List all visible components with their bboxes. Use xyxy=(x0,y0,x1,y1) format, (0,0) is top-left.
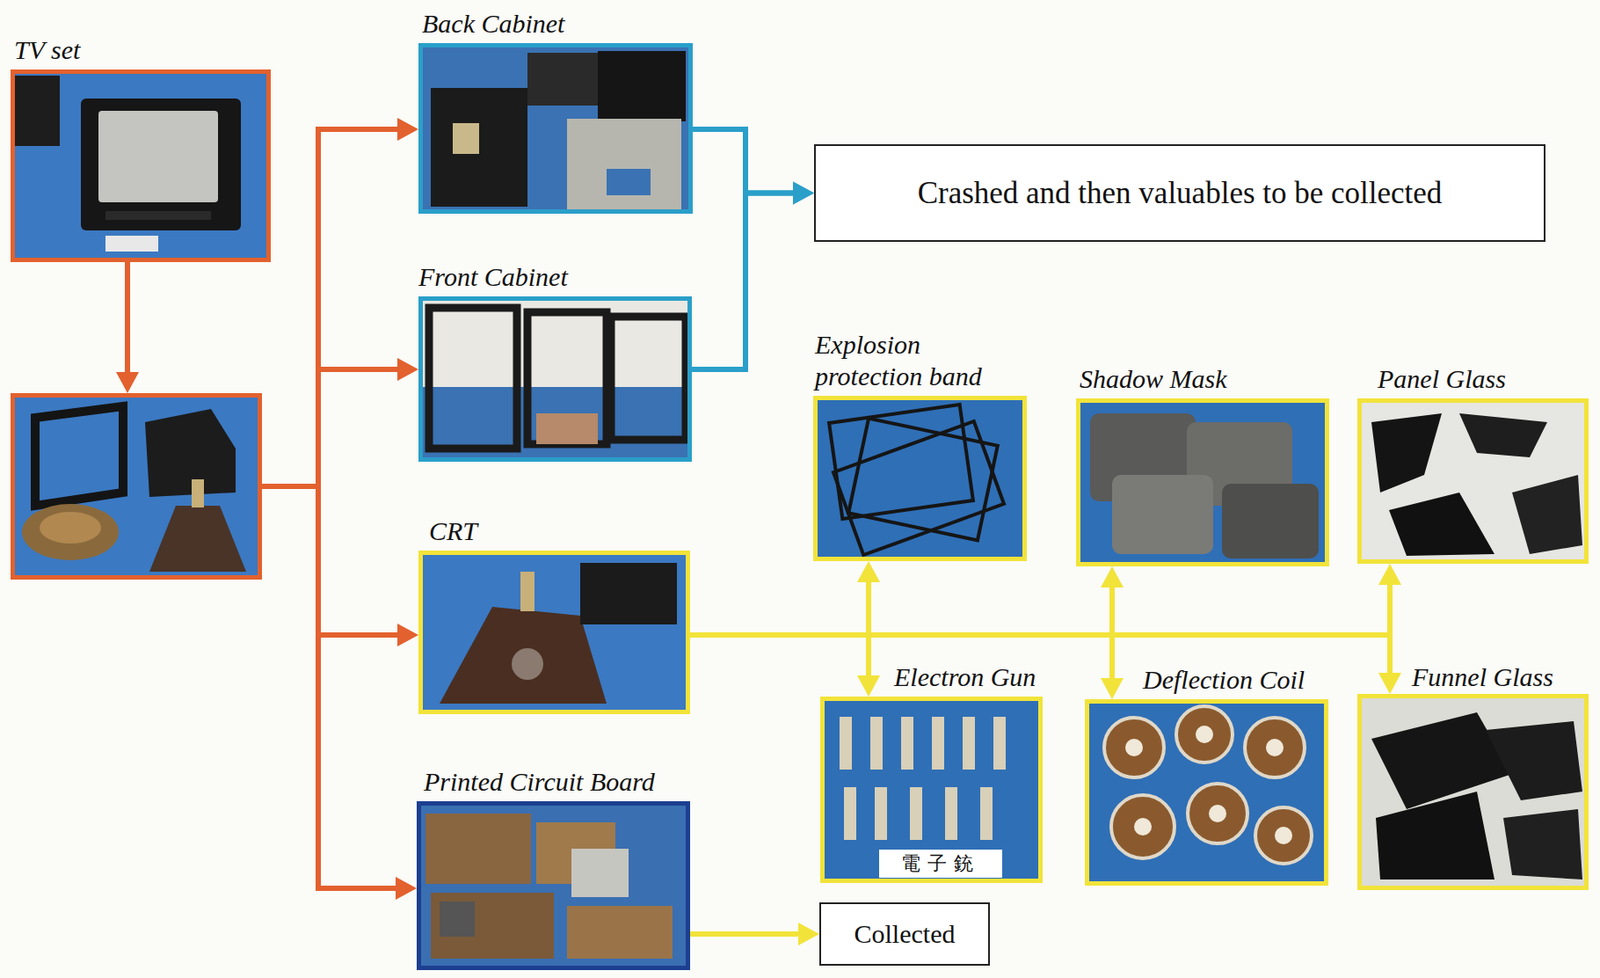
connector-line xyxy=(690,930,800,937)
photo-node: TV set xyxy=(10,34,271,262)
connector-line xyxy=(690,634,869,677)
photo-frame xyxy=(10,69,271,262)
arrow-head xyxy=(116,371,139,393)
photo-frame xyxy=(1357,398,1589,564)
connector-line xyxy=(692,129,795,194)
connector-arrow xyxy=(261,486,417,900)
part-label: Back Cabinet xyxy=(421,7,565,40)
photo-frame xyxy=(10,392,262,580)
arrow-head xyxy=(1100,677,1124,699)
connector-arrow xyxy=(691,181,815,371)
connector-arrow xyxy=(261,117,419,487)
box-text: Collected xyxy=(854,917,956,950)
arrow-head xyxy=(1100,566,1124,588)
arrow-head xyxy=(857,675,880,697)
arrow-head xyxy=(397,623,419,647)
photo-frame xyxy=(418,296,692,462)
photo-node: Panel Glass xyxy=(1357,363,1589,564)
connector-line xyxy=(690,580,869,635)
connector-line xyxy=(691,193,795,371)
part-label: Funnel Glass xyxy=(1411,661,1554,693)
arrow-head xyxy=(1378,563,1402,585)
part-label: Deflection Coil xyxy=(1142,663,1305,696)
connector-arrow xyxy=(690,922,820,946)
part-label: Panel Glass xyxy=(1377,363,1506,395)
connector-line xyxy=(690,582,1390,635)
photo-frame xyxy=(813,395,1027,561)
connector-line xyxy=(261,369,400,487)
connector-arrow xyxy=(690,634,1124,699)
connector-arrow xyxy=(690,560,880,635)
connector-line xyxy=(690,585,1113,635)
photo-frame xyxy=(416,800,691,970)
photo-node: Printed Circuit Board xyxy=(416,765,691,970)
arrow-head xyxy=(857,560,880,582)
photo-node: Back Cabinet xyxy=(418,7,693,214)
box-text: Crashed and then valuables to be collect… xyxy=(917,174,1443,212)
connector-line xyxy=(261,129,400,487)
photo-node: CRT xyxy=(418,515,691,714)
photo-node: Explosion protection band xyxy=(813,328,1027,561)
arrow-head xyxy=(792,181,815,205)
connector-arrow xyxy=(261,486,419,647)
photo-frame xyxy=(1084,698,1329,886)
part-label: CRT xyxy=(429,515,478,547)
process-box: Collected xyxy=(819,901,990,966)
connector-arrow xyxy=(690,566,1124,635)
photo-caption: 電子銃 xyxy=(901,850,981,876)
process-box: Crashed and then valuables to be collect… xyxy=(814,144,1546,242)
photo-frame xyxy=(418,43,693,214)
photo-frame xyxy=(1357,693,1589,890)
connector-arrow xyxy=(116,261,139,393)
arrow-head xyxy=(1378,672,1402,694)
part-label: TV set xyxy=(14,34,80,66)
photo-node: Funnel Glass xyxy=(1357,661,1589,890)
arrow-head xyxy=(798,922,820,946)
connector-arrow xyxy=(261,357,419,487)
photo-node: Deflection Coil xyxy=(1084,663,1329,886)
connector-line xyxy=(124,261,131,374)
part-label: Shadow Mask xyxy=(1079,363,1228,395)
arrow-head xyxy=(792,181,815,205)
connector-arrow xyxy=(690,634,880,697)
part-label: Explosion protection band xyxy=(814,328,1022,393)
arrow-head xyxy=(395,876,417,900)
photo-node xyxy=(10,392,262,580)
photo-frame xyxy=(1076,398,1330,567)
connector-line xyxy=(261,486,400,635)
photo-node: Shadow Mask xyxy=(1076,363,1330,567)
arrow-head xyxy=(397,117,419,141)
connector-line xyxy=(261,486,398,888)
arrow-head xyxy=(397,357,419,381)
connector-arrow xyxy=(690,563,1402,635)
part-label: Printed Circuit Board xyxy=(423,765,655,798)
part-label: Front Cabinet xyxy=(418,261,568,293)
photo-node: Front Cabinet xyxy=(418,261,692,462)
part-label: Electron Gun xyxy=(894,661,1036,693)
photo-frame xyxy=(418,550,691,714)
photo-node: Electron Gun xyxy=(820,661,1043,883)
